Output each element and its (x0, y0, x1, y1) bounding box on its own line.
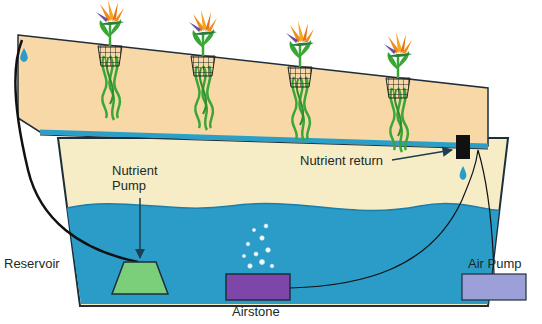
part-label: Nutrient Pump (112, 163, 174, 193)
part-label: Reservoir (4, 256, 60, 271)
part-label: Nutrient return (300, 153, 383, 168)
part-label: Airstone (232, 304, 280, 319)
part-label: Air Pump (468, 256, 521, 271)
